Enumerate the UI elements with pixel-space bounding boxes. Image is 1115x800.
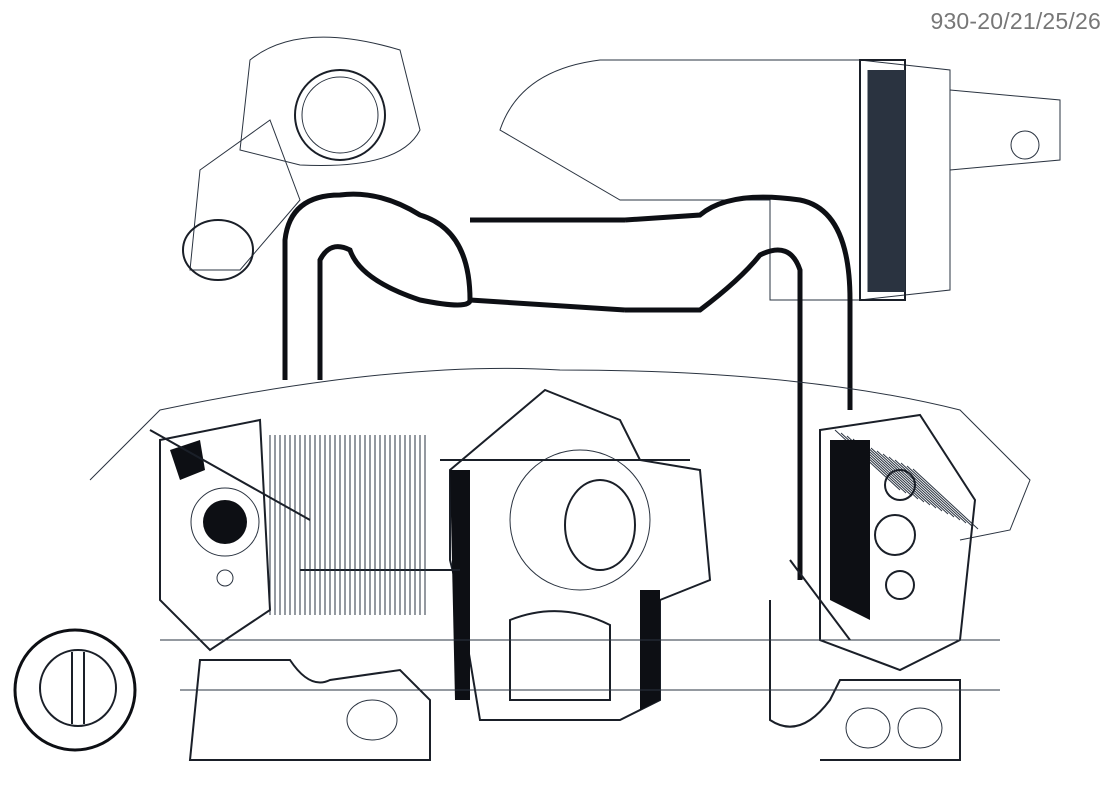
- head-fin: [864, 444, 931, 506]
- left-cylinder: [149, 418, 426, 652]
- head-fin: [876, 450, 943, 512]
- fan-pulley: [13, 628, 137, 752]
- turbocharger: [182, 36, 421, 281]
- head-fin: [906, 465, 973, 527]
- intake-manifold-pipes: [282, 191, 853, 580]
- right-cylinder-head: [789, 413, 979, 672]
- head-fin: [894, 459, 961, 521]
- intake-airbox: [499, 59, 1061, 301]
- head-fin: [888, 456, 955, 518]
- head-fin: [870, 447, 937, 509]
- drawing-reference-number: 930-20/21/25/26: [930, 8, 1101, 34]
- head-fin: [900, 462, 967, 524]
- crankcase: [89, 367, 1031, 721]
- head-fin: [912, 468, 979, 530]
- exhaust-system: [160, 600, 1000, 761]
